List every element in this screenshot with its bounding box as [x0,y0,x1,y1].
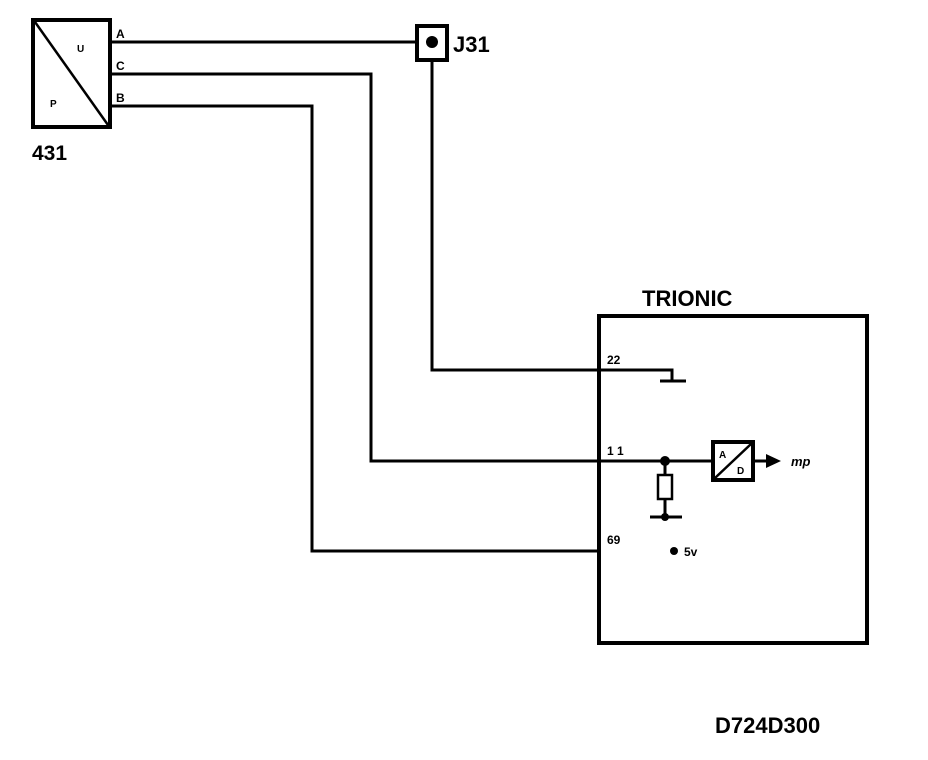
adc-diagonal [714,443,752,479]
adc-label-a: A [719,450,726,461]
connector-j31: J31 [415,24,490,62]
ecu-trionic: TRIONIC 22 1 1 A D mp 69 5v [597,286,869,645]
connector-label: J31 [453,32,490,57]
sensor-pin-b-label: B [116,91,125,105]
adc-label-d: D [737,466,744,477]
wire-sensor-c-to-pin-11 [110,72,600,463]
ecu-pin-11-label: 1 1 [607,444,624,458]
ecu-pin-69-label: 69 [607,533,621,547]
wire-sensor-b-to-pin-69 [110,104,600,553]
sensor-pin-a-label: A [116,27,125,41]
pull-down-resistor [656,473,674,501]
ecu-body [597,314,869,645]
connector-pin-dot [426,36,438,48]
output-label: mp [791,454,811,469]
sensor-id-label: 431 [32,142,67,165]
supply-label: 5v [684,545,698,559]
wire-j31-to-pin-22 [430,60,600,372]
ecu-pin-22-label: 22 [607,353,621,367]
supply-node-dot [670,547,678,555]
sensor-label-p: P [50,99,57,110]
ecu-ground-trace [600,368,674,381]
sensor-pin-c-label: C [116,59,125,73]
ecu-title: TRIONIC [642,286,733,311]
drawing-code: D724D300 [715,713,820,738]
sensor-diagonal [33,21,110,126]
output-arrow-icon [766,454,781,468]
sensor-label-u: U [77,44,84,55]
